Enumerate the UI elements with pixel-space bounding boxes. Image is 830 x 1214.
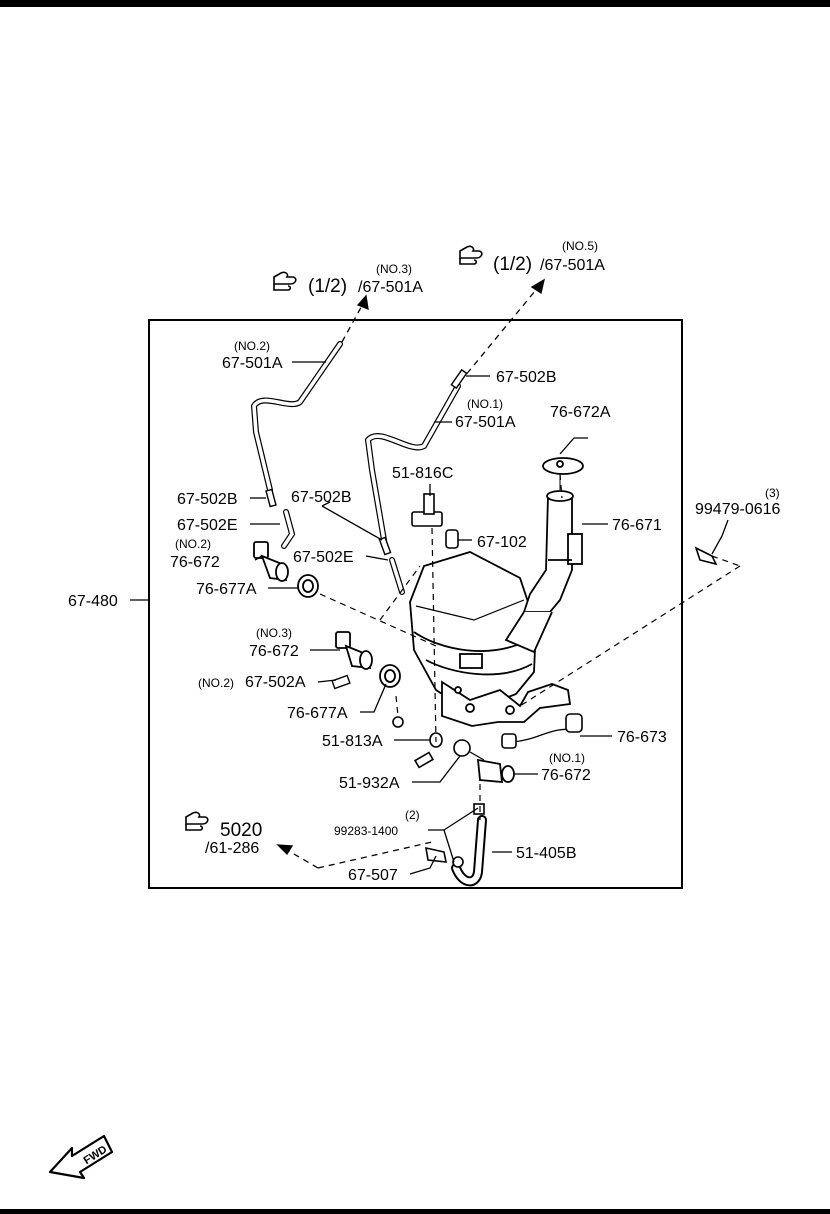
bottom-rule xyxy=(0,1209,830,1214)
pump-no3-label[interactable]: 76-672 xyxy=(249,643,299,660)
nut-label[interactable]: 51-813A xyxy=(322,733,383,750)
hoses xyxy=(250,341,577,887)
pointing-hand-icon xyxy=(273,271,297,291)
ref-5020-code[interactable]: /61-286 xyxy=(205,840,259,857)
ref-no5-fraction[interactable]: (1/2) xyxy=(493,254,532,275)
pump-no3 xyxy=(335,631,373,670)
small-parts xyxy=(392,493,718,868)
hose-no2-label[interactable]: 67-501A xyxy=(222,355,283,372)
joint-502a-note: (NO.2) xyxy=(198,676,234,690)
grommet-bottom-label[interactable]: 76-677A xyxy=(287,705,348,722)
sensor-label[interactable]: 51-816C xyxy=(392,465,453,482)
pointing-hand-icon xyxy=(185,811,209,831)
ref-5020-main[interactable]: 5020 xyxy=(220,820,262,841)
drain-hose-label[interactable]: 51-405B xyxy=(516,845,577,862)
filler-cap xyxy=(542,457,584,490)
fwd-arrow-icon: FWD xyxy=(48,1134,114,1180)
level-sensor-label[interactable]: 76-673 xyxy=(617,729,667,746)
ref-no3-code[interactable]: /67-501A xyxy=(358,279,423,296)
hose-no1-label[interactable]: 67-501A xyxy=(455,414,516,431)
leader-lines xyxy=(130,361,729,875)
pump-no1 xyxy=(469,751,515,783)
pump-no1-note: (NO.1) xyxy=(549,751,585,765)
ref-no5-code[interactable]: /67-501A xyxy=(540,257,605,274)
clip-label[interactable]: 67-102 xyxy=(477,534,527,551)
connector-label[interactable]: 67-507 xyxy=(348,867,398,884)
joint-502e-left-label[interactable]: 67-502E xyxy=(177,517,238,534)
hose-clip-qty: (2) xyxy=(405,808,420,822)
joint-502b-left-label[interactable]: 67-502B xyxy=(177,491,238,508)
hose-no2-note: (NO.2) xyxy=(234,339,270,353)
joint-502a-label[interactable]: 67-502A xyxy=(245,674,306,691)
joints xyxy=(265,368,468,690)
joint-502b-mid-label[interactable]: 67-502B xyxy=(291,489,352,506)
alignment-lines xyxy=(319,473,741,820)
pump-no2-label[interactable]: 76-672 xyxy=(170,554,220,571)
joint-502e-mid-label[interactable]: 67-502E xyxy=(293,549,354,566)
pump-no2 xyxy=(253,541,289,582)
pointing-hand-icon xyxy=(459,245,483,265)
ref-no3-note: (NO.3) xyxy=(376,262,412,276)
bolt-qty: (3) xyxy=(765,486,780,500)
pump-no1-label[interactable]: 76-672 xyxy=(541,767,591,784)
pump-no3-note: (NO.3) xyxy=(256,626,292,640)
filler-pipe-label[interactable]: 76-671 xyxy=(612,517,662,534)
pump-no2-note: (NO.2) xyxy=(175,537,211,551)
top-rule xyxy=(0,0,830,7)
washer-tank xyxy=(409,551,572,727)
reference-arrows xyxy=(276,278,545,869)
ref-no3-fraction[interactable]: (1/2) xyxy=(308,276,347,297)
clamp-label[interactable]: 51-932A xyxy=(339,775,400,792)
cap-label[interactable]: 76-672A xyxy=(550,404,611,421)
joint-502b-top-label[interactable]: 67-502B xyxy=(496,369,557,386)
grommet-top-label[interactable]: 76-677A xyxy=(196,581,257,598)
bolt-label[interactable]: 99479-0616 xyxy=(695,501,781,518)
ref-no5-note: (NO.5) xyxy=(562,239,598,253)
grommets xyxy=(297,574,401,688)
filler-pipe xyxy=(504,490,583,654)
hose-clip-label[interactable]: 99283-1400 xyxy=(334,824,398,838)
assembly-label[interactable]: 67-480 xyxy=(68,593,118,610)
diagram-frame xyxy=(148,319,683,889)
hose-no1-note: (NO.1) xyxy=(467,397,503,411)
